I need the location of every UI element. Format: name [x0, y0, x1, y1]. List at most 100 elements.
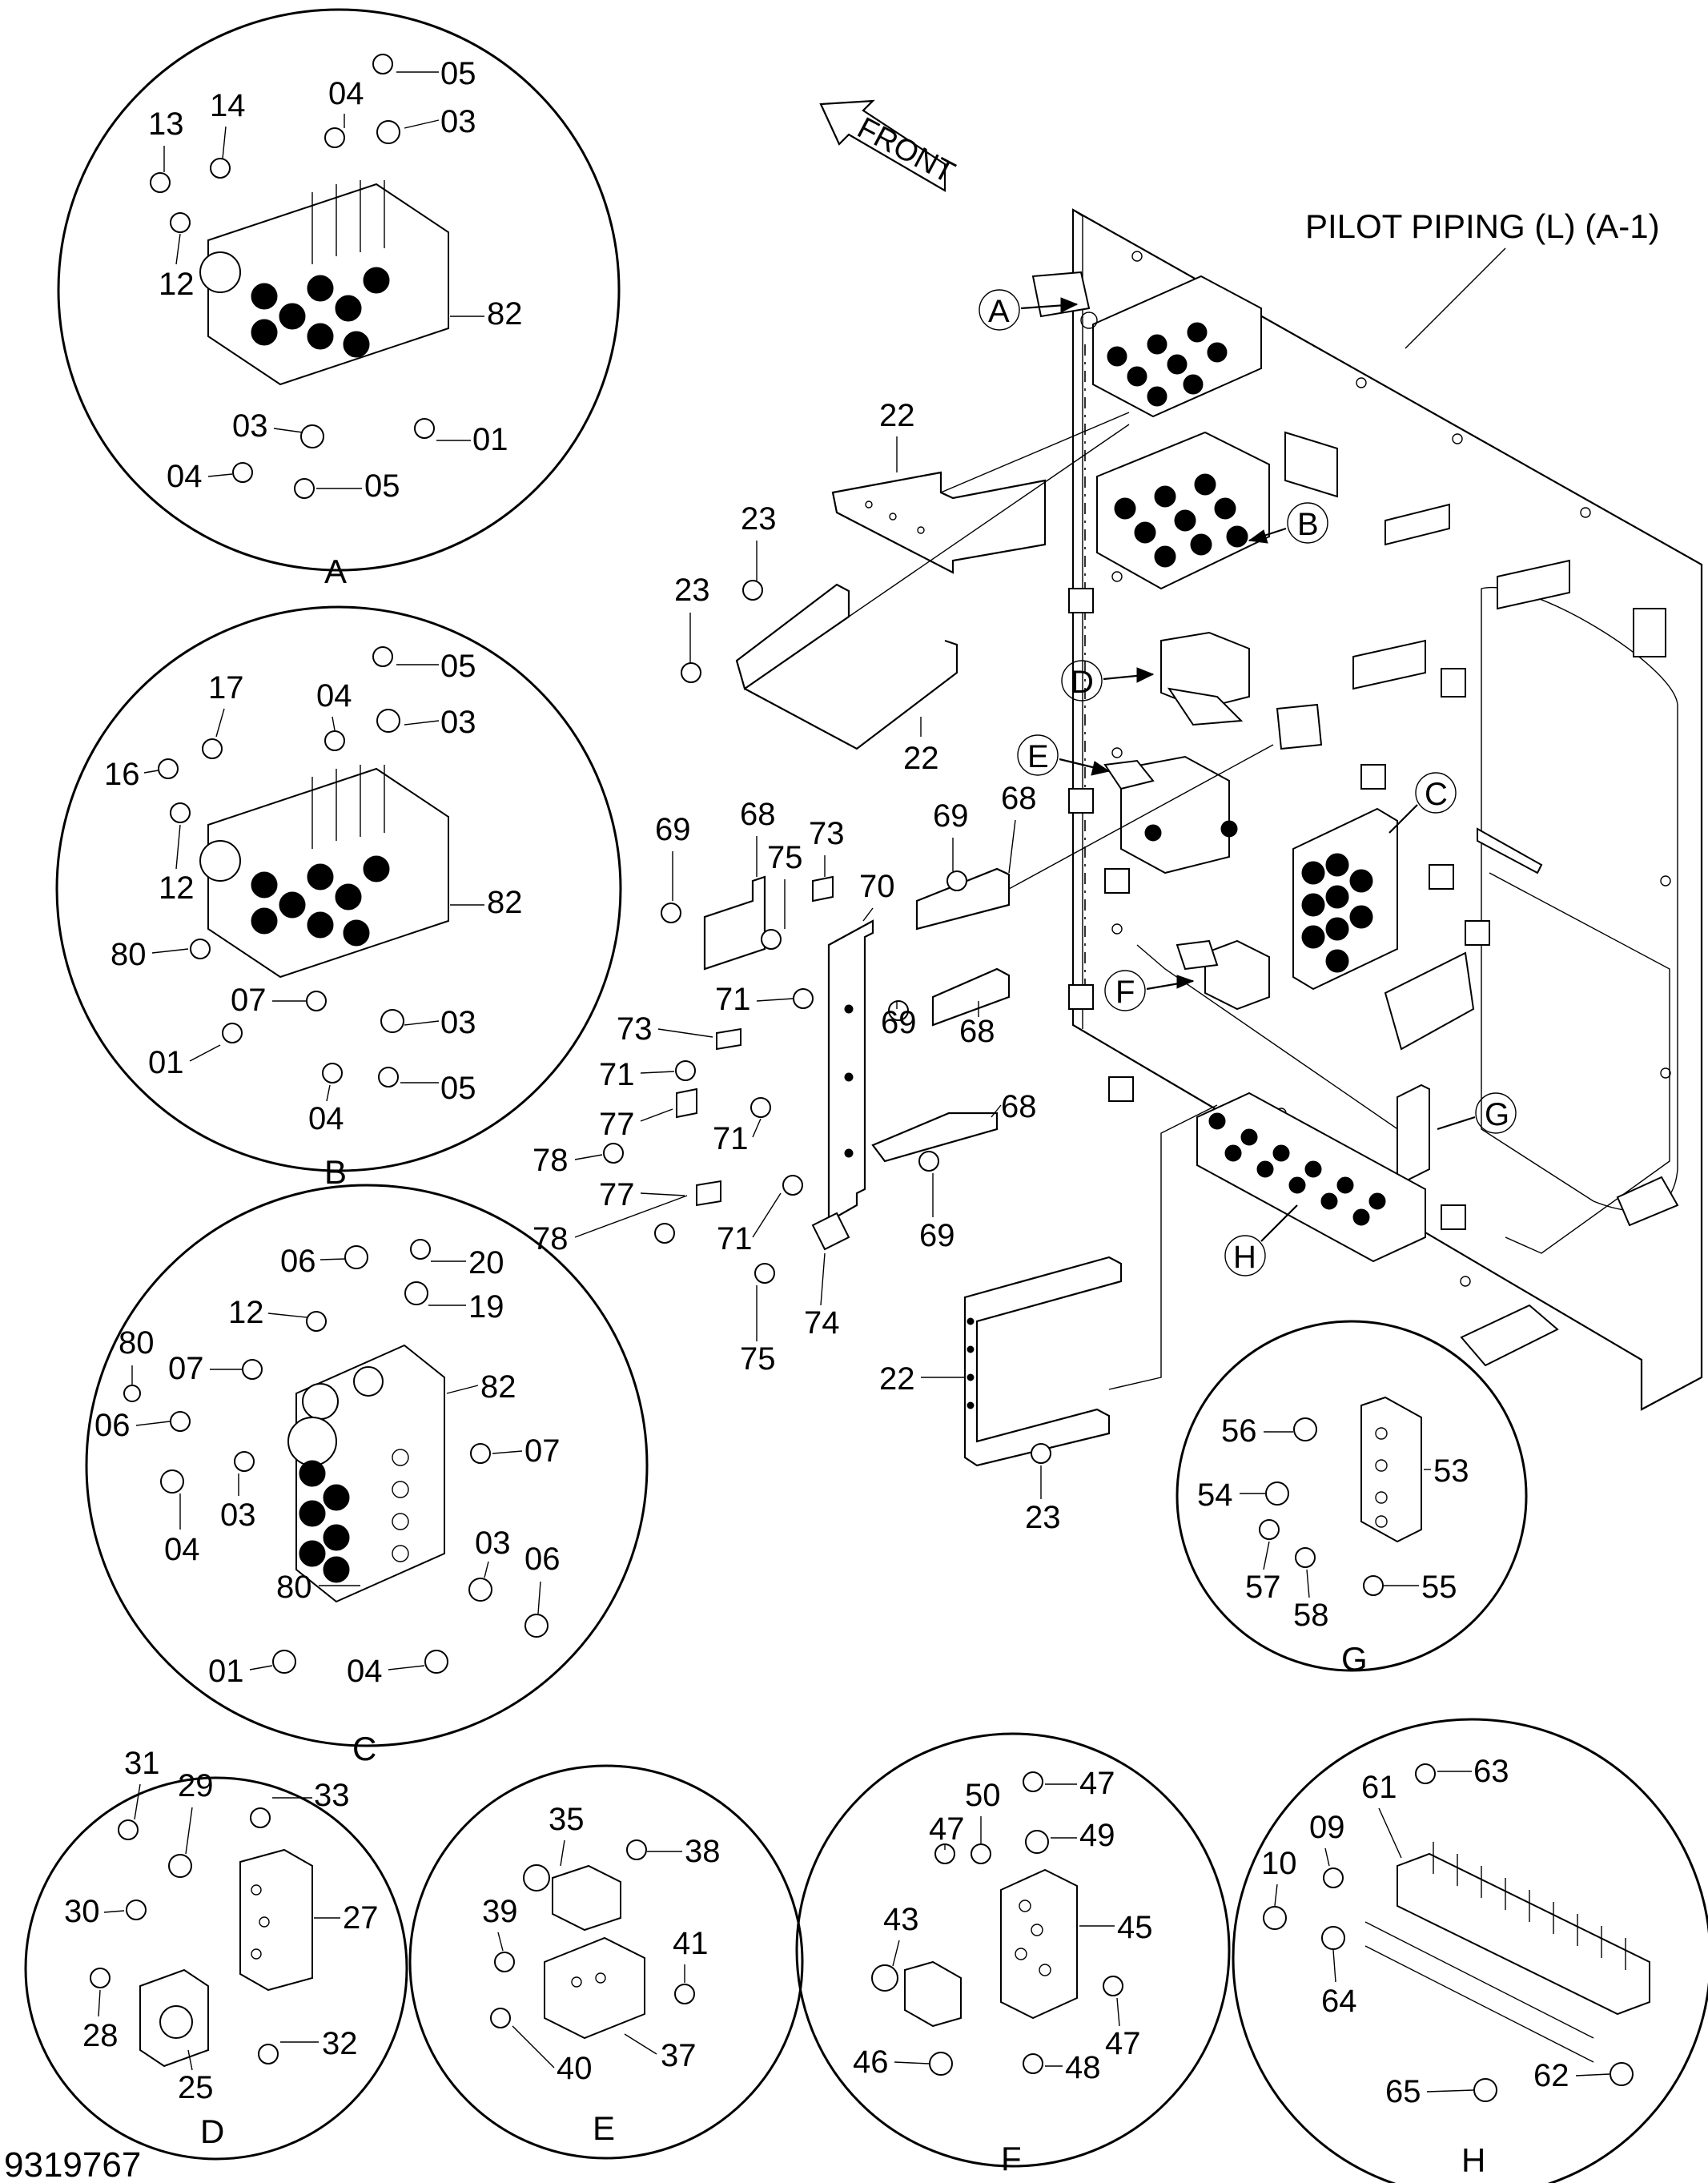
part-callout-f-3: 49: [1079, 1818, 1115, 1853]
part-callout-main-2: 23: [674, 573, 710, 608]
part-callout-c-5: 07: [168, 1351, 204, 1386]
main-assembly: FRONT PILOT PIPING (L) (A-1): [532, 99, 1703, 1535]
detail-view-d: 31 29 33 30 27 28 25 32 D: [24, 1746, 408, 2161]
part-callout-main-13: 71: [599, 1057, 635, 1092]
valve-block-d: [1160, 631, 1250, 726]
part-callout-main-22: 71: [717, 1221, 753, 1256]
bracket-22-lower: [963, 1104, 1218, 1467]
part-callout-c-15: 04: [347, 1654, 383, 1689]
part-callout-main-11: 71: [715, 982, 751, 1017]
view-marker-g[interactable]: [1475, 1092, 1517, 1134]
part-callout-f-1: 47: [1079, 1766, 1115, 1801]
part-callout-a-7: 03: [232, 408, 268, 444]
detail-view-a: 05 04 03 13 14 12 82 03 01 04 05 A: [57, 8, 621, 590]
view-marker-b[interactable]: [1287, 502, 1328, 544]
part-callout-b-6: 82: [487, 885, 523, 920]
part-callout-main-8: 70: [859, 869, 895, 904]
view-marker-f[interactable]: [1104, 970, 1146, 1011]
part-callout-b-0: 05: [440, 649, 476, 684]
part-callout-main-21: 78: [532, 1221, 569, 1256]
drawing-number: 9319767: [4, 2145, 141, 2183]
part-callout-main-15: 78: [532, 1143, 569, 1178]
part-callout-f-6: 46: [853, 2044, 889, 2080]
part-callout-main-18: 68: [959, 1014, 995, 1049]
bracket-68-set: [703, 744, 1274, 1163]
part-callout-h-4: 64: [1321, 1984, 1357, 2019]
part-callout-c-4: 80: [119, 1325, 155, 1361]
front-label: FRONT: [852, 111, 960, 191]
detail-view-e: 35 38 39 41 40 37 E: [408, 1764, 804, 2160]
part-callout-main-24: 74: [804, 1305, 840, 1341]
part-callout-g-1: 53: [1433, 1453, 1469, 1489]
view-marker-g-label: G: [1485, 1097, 1509, 1132]
part-callout-a-0: 05: [440, 56, 476, 91]
bolts-main: [603, 580, 1051, 1464]
view-marker-e-label: E: [1027, 739, 1049, 774]
part-callout-d-0: 31: [124, 1746, 160, 1781]
part-callout-f-8: 47: [1105, 2026, 1141, 2061]
view-marker-d[interactable]: [1061, 660, 1103, 702]
part-callout-h-1: 63: [1473, 1754, 1509, 1789]
view-marker-d-label: D: [1071, 665, 1094, 700]
view-marker-b-label: B: [1297, 507, 1319, 542]
view-marker-e[interactable]: [1017, 734, 1059, 776]
part-callout-a-5: 12: [159, 267, 195, 302]
view-marker-f-label: F: [1115, 975, 1135, 1010]
view-marker-h[interactable]: [1224, 1235, 1266, 1276]
bracket-22-middle: [735, 424, 1130, 750]
part-callout-c-13: 80: [276, 1570, 312, 1605]
part-callout-c-7: 06: [94, 1408, 131, 1443]
part-callout-main-16: 71: [713, 1121, 749, 1156]
part-callout-c-10: 03: [220, 1498, 256, 1533]
view-marker-a[interactable]: [979, 289, 1020, 331]
part-callout-b-10: 01: [148, 1045, 184, 1080]
part-callout-c-14: 01: [208, 1654, 244, 1689]
part-callout-b-2: 04: [316, 678, 352, 714]
part-callout-f-5: 45: [1117, 1910, 1153, 1945]
part-callout-d-7: 32: [322, 2026, 358, 2061]
part-callout-b-8: 07: [231, 983, 267, 1018]
detail-d-caption: D: [200, 2113, 224, 2150]
detail-c-caption: C: [352, 1730, 376, 1767]
part-callout-main-9: 69: [933, 798, 969, 834]
part-callout-a-3: 13: [148, 107, 184, 142]
view-marker-h-label: H: [1233, 1240, 1256, 1275]
part-callout-h-2: 09: [1309, 1810, 1345, 1845]
plate-brackets: [1031, 271, 1679, 1367]
part-callout-a-10: 05: [364, 468, 400, 504]
valve-block-e: [1103, 755, 1238, 874]
part-callout-main-17: 69: [881, 1005, 917, 1040]
mounting-plate: [1071, 208, 1703, 1411]
part-callout-d-1: 29: [178, 1768, 214, 1803]
part-callout-main-14: 77: [599, 1107, 635, 1142]
part-callout-main-6: 75: [767, 840, 803, 875]
valve-assembly-b: [1096, 431, 1270, 590]
part-callout-main-20: 77: [599, 1177, 635, 1212]
part-callout-c-1: 20: [468, 1245, 504, 1280]
main-callouts: 22 23 23 22 69 68 75 73 70 69 68 71 73: [532, 398, 1061, 1535]
part-callout-d-5: 28: [82, 2018, 119, 2053]
small-parts-73-77: [676, 875, 850, 1251]
part-callout-e-1: 38: [685, 1834, 721, 1869]
part-callout-e-0: 35: [549, 1802, 585, 1837]
view-marker-a-label: A: [988, 294, 1010, 329]
part-callout-d-2: 33: [314, 1778, 350, 1813]
part-callout-main-27: 23: [1025, 1500, 1061, 1535]
part-callout-c-6: 82: [480, 1369, 516, 1405]
detail-view-b: 05 17 04 03 16 12 82 80 07 03 01 04 05 B: [55, 605, 622, 1191]
part-callout-a-4: 14: [210, 88, 246, 123]
detail-f-caption: F: [1001, 2140, 1022, 2177]
valve-assembly-c: [1292, 807, 1398, 991]
part-callout-c-11: 03: [475, 1526, 511, 1561]
part-callout-e-4: 40: [557, 2051, 593, 2086]
valve-block-f: [1176, 939, 1270, 1011]
view-marker-c[interactable]: [1415, 772, 1457, 814]
part-callout-h-5: 65: [1385, 2074, 1421, 2109]
part-callout-a-6: 82: [487, 296, 523, 332]
manifold-h: [1196, 1092, 1426, 1263]
part-callout-f-4: 43: [883, 1902, 919, 1937]
part-callout-e-5: 37: [661, 2038, 697, 2073]
part-callout-main-19: 68: [1001, 1089, 1037, 1124]
part-callout-main-26: 22: [879, 1361, 915, 1397]
